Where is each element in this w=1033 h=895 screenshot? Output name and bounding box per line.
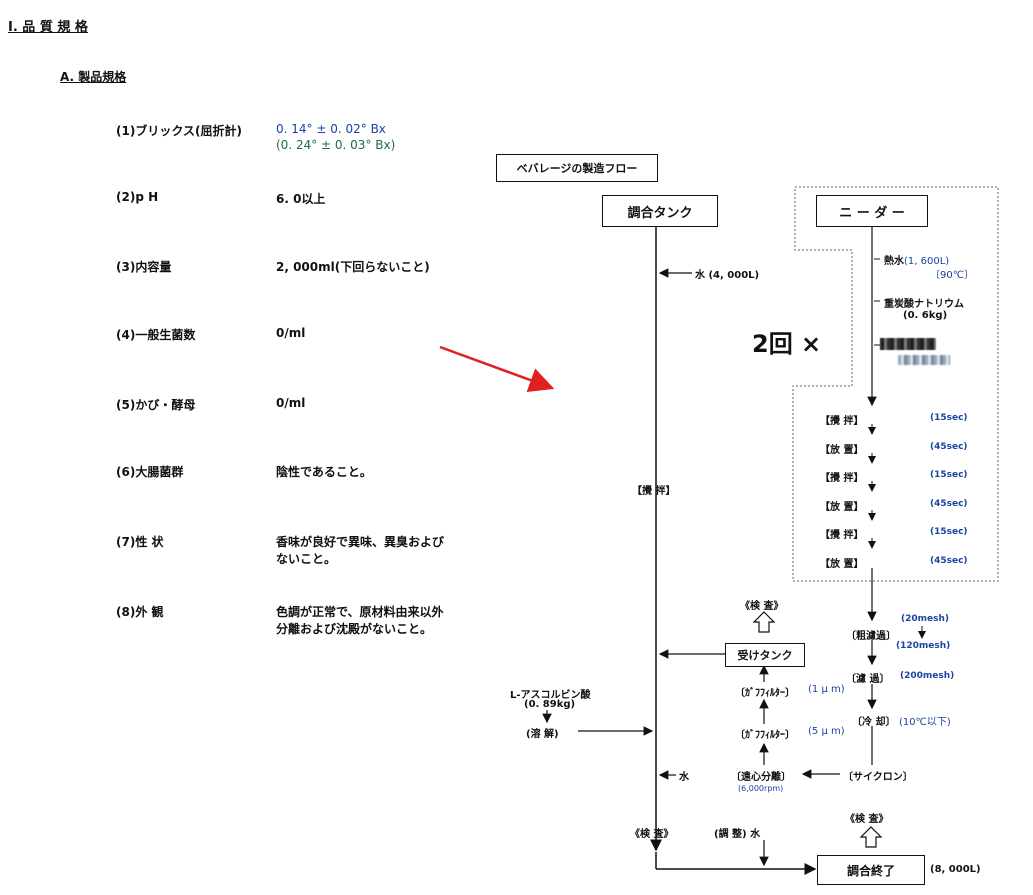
- flow-title-box: ベバレージの製造フロー: [496, 154, 658, 182]
- spec-value-property-2: ないこと。: [276, 552, 337, 566]
- centrifuge-label: 〔遠心分離〕: [731, 772, 791, 783]
- subsection-heading: A. 製品規格: [60, 70, 127, 84]
- stir-main-label: 【攪 拌】: [632, 486, 676, 497]
- water-label: 水: [679, 772, 689, 783]
- kneader-label: ニ ー ダ ー: [839, 205, 905, 221]
- cycle-step-6: 【放 置】: [820, 559, 864, 570]
- adjust-water-label: (調 整) 水: [714, 829, 761, 840]
- spec-label-mold: (5)かび・酵母: [116, 398, 196, 412]
- inspect-bottom-label: 《検 査》: [630, 829, 674, 840]
- cooling-label: 〔冷 却〕: [852, 717, 896, 728]
- spec-value-volume: 2, 000ml(下回らないこと): [276, 260, 430, 274]
- section-heading: Ⅰ. 品 質 規 格: [8, 20, 88, 35]
- spec-label-property: (7)性 状: [116, 535, 164, 549]
- cycle-step-1: 【攪 拌】: [820, 416, 864, 427]
- coarse-filter-label: 〔粗濾過〕: [846, 631, 896, 642]
- water-4000-label: 水 (4, 000L): [695, 270, 760, 281]
- red-pointer-arrow: [439, 345, 555, 393]
- up-hollow-arrow-recv: [752, 611, 776, 633]
- spec-value-coliform: 陰性であること。: [276, 465, 372, 479]
- cycle-time-2: (45sec): [930, 442, 968, 452]
- flow-title: ベバレージの製造フロー: [516, 162, 638, 175]
- cycle-time-3: (15sec): [930, 470, 968, 480]
- blending-tank-box: 調合タンク: [602, 195, 718, 227]
- blending-tank-label: 調合タンク: [627, 205, 693, 221]
- spec-value-mold: 0/ml: [276, 396, 306, 410]
- spec-value-property: 香味が良好で異味、異臭および: [276, 535, 445, 549]
- ascorbic-amount: (0. 89kg): [524, 699, 576, 710]
- hot-water-temp: 〔90℃〕: [930, 270, 974, 281]
- spec-value-ph: 6. 0以上: [276, 192, 326, 206]
- cycle-time-5: (15sec): [930, 527, 968, 537]
- repeat-twice-label: 2回 ×: [752, 330, 822, 358]
- filtration-label: 〔濾 過〕: [846, 674, 890, 685]
- cartridge-filter-2-size: (5 μ m): [808, 726, 845, 737]
- up-hollow-arrow-final: [859, 826, 883, 848]
- final-amount: (8, 000L): [930, 864, 981, 875]
- hot-water-label: 熱水(1, 600L): [884, 256, 950, 267]
- mesh-200: (200mesh): [900, 671, 955, 681]
- blend-complete-label: 調合終了: [846, 863, 895, 878]
- bicarbonate-amount: (0. 6kg): [903, 310, 948, 321]
- receiving-tank-box: 受けタンク: [725, 643, 805, 667]
- cycle-step-2: 【放 置】: [820, 445, 864, 456]
- cartridge-filter-1-size: (1 μ m): [808, 684, 845, 695]
- bicarbonate-label: 重炭酸ナトリウム: [884, 299, 964, 310]
- cycle-step-5: 【攪 拌】: [820, 530, 864, 541]
- kneader-dashed-region: [792, 186, 999, 582]
- inspect-final-label: 《検 査》: [845, 814, 889, 825]
- cycle-step-3: 【攪 拌】: [820, 473, 864, 484]
- spec-label-appearance: (8)外 観: [116, 605, 164, 619]
- spec-label-ph: (2)p H: [116, 190, 159, 204]
- dissolve-label: (溶 解): [526, 729, 559, 740]
- kneader-box: ニ ー ダ ー: [816, 195, 928, 227]
- blend-complete-box: 調合終了: [817, 855, 925, 885]
- cycle-step-4: 【放 置】: [820, 502, 864, 513]
- spec-label-coliform: (6)大腸菌群: [116, 465, 184, 479]
- cooling-temp: (10℃以下): [899, 717, 951, 728]
- spec-label-brix: (1)ブリックス(屈折計): [116, 124, 242, 138]
- inspect-recv-label: 《検 査》: [740, 601, 784, 612]
- redacted-amount-block: [898, 355, 950, 365]
- cartridge-filter-1: 〔ｶﾞﾌﾌｨﾙﾀｰ〕: [735, 688, 795, 699]
- spec-label-bacteria: (4)一般生菌数: [116, 328, 196, 342]
- spec-value-appearance-2: 分離および沈殿がないこと。: [276, 622, 433, 636]
- mesh-120: (120mesh): [896, 641, 951, 651]
- receiving-tank-label: 受けタンク: [737, 649, 793, 662]
- centrifuge-rpm: (6,000rpm): [738, 784, 784, 793]
- spec-value-appearance: 色調が正常で、原材料由来以外: [276, 605, 444, 619]
- spec-value-brix: 0. 14° ± 0. 02° Bx: [276, 122, 386, 136]
- cartridge-filter-2: 〔ｶﾞﾌﾌｨﾙﾀｰ〕: [735, 730, 795, 741]
- ascorbic-label: L-アスコルビン酸: [510, 690, 591, 701]
- cycle-time-6: (45sec): [930, 556, 968, 566]
- cyclone-label: 〔サイクロン〕: [843, 772, 913, 783]
- spec-value-brix-2: (0. 24° ± 0. 03° Bx): [276, 138, 396, 152]
- cycle-time-1: (15sec): [930, 413, 968, 423]
- cycle-time-4: (45sec): [930, 499, 968, 509]
- mesh-20: (20mesh): [901, 614, 949, 624]
- spec-label-volume: (3)内容量: [116, 260, 172, 274]
- redacted-ingredient-block: [880, 338, 936, 350]
- spec-value-bacteria: 0/ml: [276, 326, 306, 340]
